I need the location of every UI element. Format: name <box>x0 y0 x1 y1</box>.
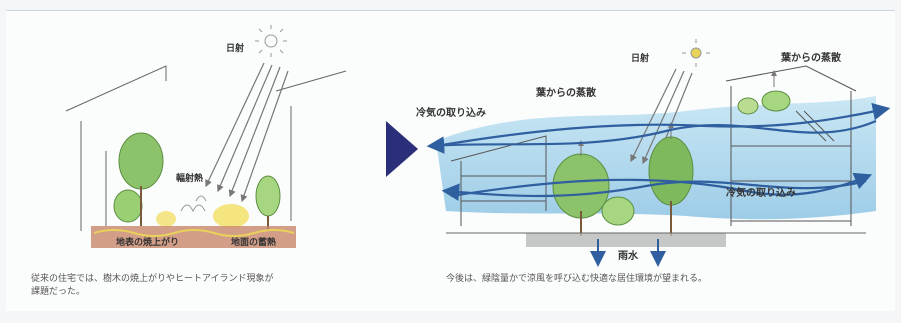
left-caption-line2: 課題だった。 <box>31 287 86 297</box>
left-trees <box>113 132 281 231</box>
ground-heat-label: 地面の蓄熱 <box>231 236 276 248</box>
left-sun-icon <box>255 25 287 57</box>
rainwater-arrows <box>590 239 666 267</box>
left-caption-line1: 従来の住宅では、樹木の焼上がりやヒートアイランド現象が <box>31 274 274 284</box>
evaporation-label-top: 葉からの蒸散 <box>780 51 842 64</box>
left-sun-rays <box>205 62 289 203</box>
radiant-heat-label: 輻射熱 <box>176 172 203 184</box>
right-sun-label: 日射 <box>631 52 649 64</box>
ground-temp-label: 地表の焼上がり <box>116 236 179 248</box>
right-caption: 今後は、緑陰量かで涼風を呼び込む快適な居住環境が望まれる。 <box>446 274 708 284</box>
rainwater-label: 雨水 <box>618 249 639 262</box>
left-house-lines <box>65 65 347 231</box>
cool-air-label-left: 冷気の取り込み <box>416 106 486 119</box>
left-scene: 日射 輻射熱 <box>65 25 347 248</box>
left-ground <box>91 226 296 248</box>
right-ground <box>526 233 726 247</box>
evaporation-label-mid: 葉からの蒸散 <box>535 86 597 99</box>
left-heat-shapes <box>156 195 249 228</box>
cool-air-arrows <box>426 102 891 201</box>
right-scene: 日射 <box>416 39 891 267</box>
transition-arrow-icon <box>386 121 418 177</box>
cool-air-label-right: 冷気の取り込み <box>726 186 796 199</box>
illustration-frame: 日射 輻射熱 <box>6 10 895 311</box>
comparison-diagram: 日射 輻射熱 <box>65 25 891 267</box>
left-sun-label: 日射 <box>226 42 244 54</box>
left-caption: 従来の住宅では、樹木の焼上がりやヒートアイランド現象が 課題だった。 <box>31 273 361 299</box>
right-sun-icon <box>682 39 710 67</box>
right-buildings <box>450 65 857 226</box>
